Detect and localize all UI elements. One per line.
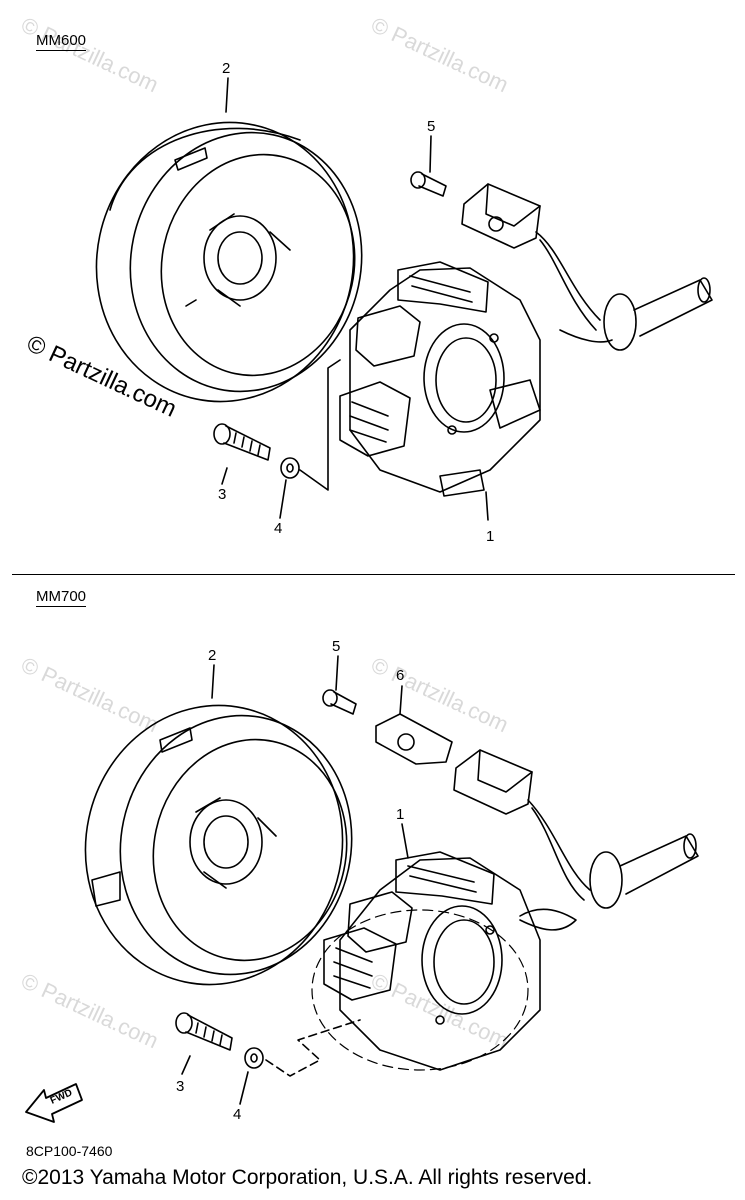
callout-2-mm700: 2 xyxy=(208,647,217,664)
leader-line xyxy=(211,664,215,699)
pickup-coil-mm600 xyxy=(461,183,601,331)
bolt-3-mm600 xyxy=(213,423,271,485)
leader-line xyxy=(299,359,341,491)
callout-3-mm700: 3 xyxy=(176,1078,185,1095)
bolt-3-mm700 xyxy=(175,1012,233,1075)
stator-mm700 xyxy=(323,823,541,1071)
section-label-mm600: MM600 xyxy=(36,32,87,51)
fwd-arrow-icon xyxy=(25,1083,83,1123)
callout-2-mm600: 2 xyxy=(222,60,231,77)
callout-1-mm600: 1 xyxy=(486,528,495,545)
flywheel-rotor-mm700 xyxy=(84,704,353,986)
callout-5-mm700: 5 xyxy=(332,638,341,655)
diagram-code: 8CP100-7460 xyxy=(26,1143,113,1159)
bolt-5-mm700 xyxy=(322,655,357,715)
section-label-mm700: MM700 xyxy=(36,588,87,607)
callout-6-mm700: 6 xyxy=(396,667,405,684)
pickup-bracket-mm700 xyxy=(375,685,453,765)
callout-3-mm600: 3 xyxy=(218,486,227,503)
leader-line xyxy=(265,1019,361,1077)
washer-4-mm600 xyxy=(279,457,300,519)
wire-connector-mm600 xyxy=(559,277,713,351)
callout-5-mm600: 5 xyxy=(427,118,436,135)
wire-connector-mm700 xyxy=(519,833,699,931)
callout-4-mm600: 4 xyxy=(274,520,283,537)
washer-4-mm700 xyxy=(239,1047,264,1105)
section-divider xyxy=(12,574,735,575)
fwd-label: FWD xyxy=(49,1087,74,1106)
pickup-coil-mm700 xyxy=(453,749,591,901)
callout-1-mm700: 1 xyxy=(396,806,405,823)
bolt-5-mm600 xyxy=(410,135,447,197)
leader-line xyxy=(225,77,229,113)
stator-outline-dashed xyxy=(311,909,529,1071)
copyright-notice: ©2013 Yamaha Motor Corporation, U.S.A. A… xyxy=(22,1166,593,1189)
callout-4-mm700: 4 xyxy=(233,1106,242,1123)
stator-mm600 xyxy=(339,261,541,521)
flywheel-rotor-mm600 xyxy=(95,121,363,403)
